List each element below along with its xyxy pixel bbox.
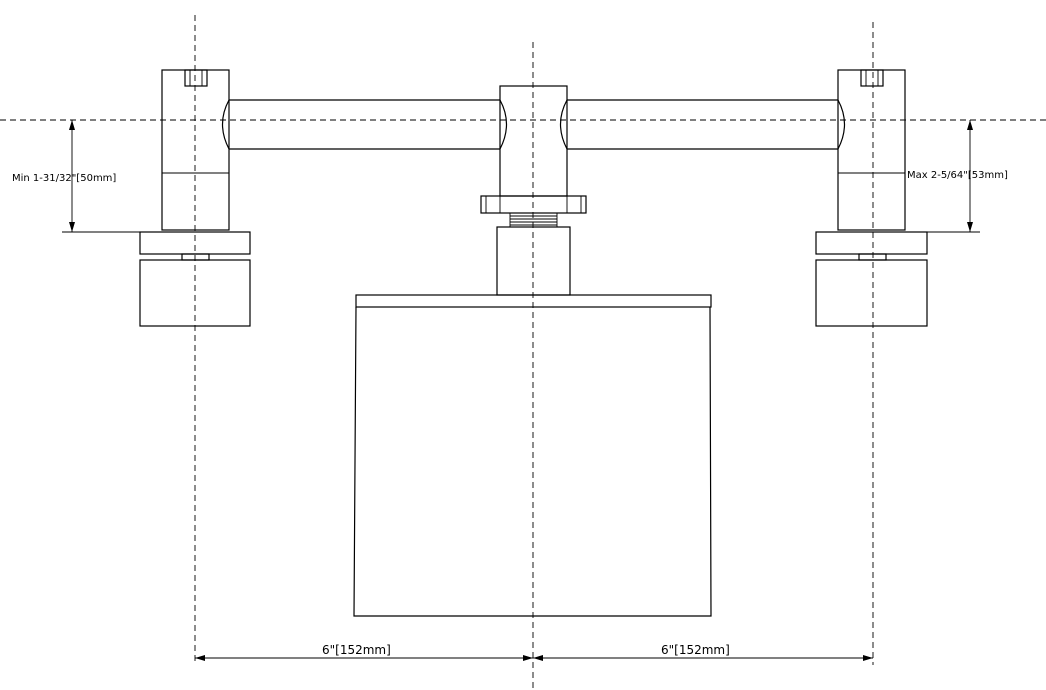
right-valve-body: [837, 69, 906, 231]
tee-body: [499, 85, 568, 197]
left-valve: [139, 69, 251, 327]
right-spacing-label: 6"[152mm]: [661, 643, 730, 657]
spout-neck: [496, 226, 571, 296]
left-valve-cap: [184, 69, 208, 87]
right-valve: [815, 69, 928, 327]
connecting-pipes: [221, 99, 846, 150]
min-depth-label: Min 1-31/32"[50mm]: [12, 173, 116, 184]
center-tee: [480, 85, 587, 296]
right-valve-flange: [815, 231, 928, 255]
left-valve-stem: [181, 253, 210, 261]
max-depth-label: Max 2-5/64"[53mm]: [907, 170, 1008, 181]
tee-nut: [480, 195, 587, 214]
left-spacing-label: 6"[152mm]: [322, 643, 391, 657]
left-valve-body: [161, 69, 230, 231]
spout-shell: [353, 306, 712, 617]
left-handle: [139, 259, 251, 327]
dim-spacing: 6"[152mm] 6"[152mm]: [195, 643, 873, 661]
dim-max-depth: Max 2-5/64"[53mm]: [905, 120, 1008, 233]
spout-top-band: [355, 294, 712, 308]
right-valve-stem: [858, 253, 887, 261]
centerlines: [0, 15, 1046, 688]
spout-body: [353, 294, 712, 617]
right-valve-cap: [860, 69, 884, 87]
dim-min-depth: Min 1-31/32"[50mm]: [12, 120, 160, 233]
right-handle: [815, 259, 928, 327]
